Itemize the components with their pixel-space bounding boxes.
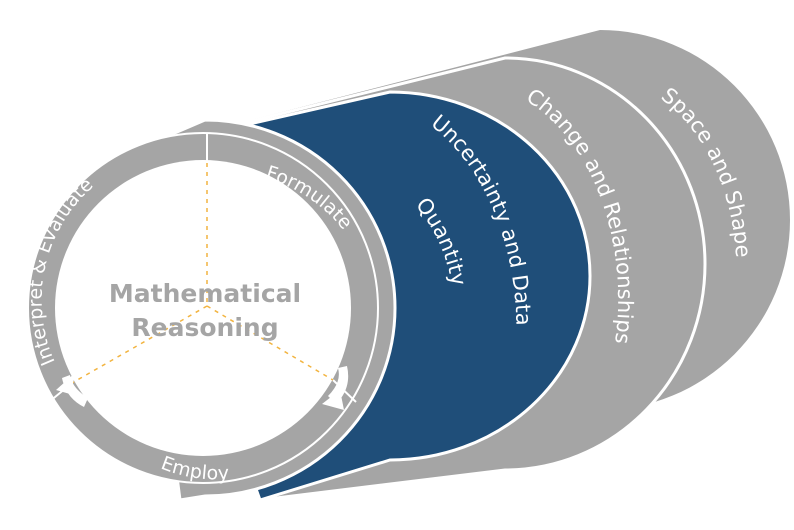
center-title-line2: Reasoning	[131, 313, 278, 342]
cycle-arrow-left-icon	[56, 372, 88, 407]
inner-disc	[55, 160, 351, 456]
cycle-arrow-right-icon	[322, 366, 349, 410]
spokes	[71, 163, 334, 384]
center-title-line1: Mathematical	[109, 279, 301, 308]
